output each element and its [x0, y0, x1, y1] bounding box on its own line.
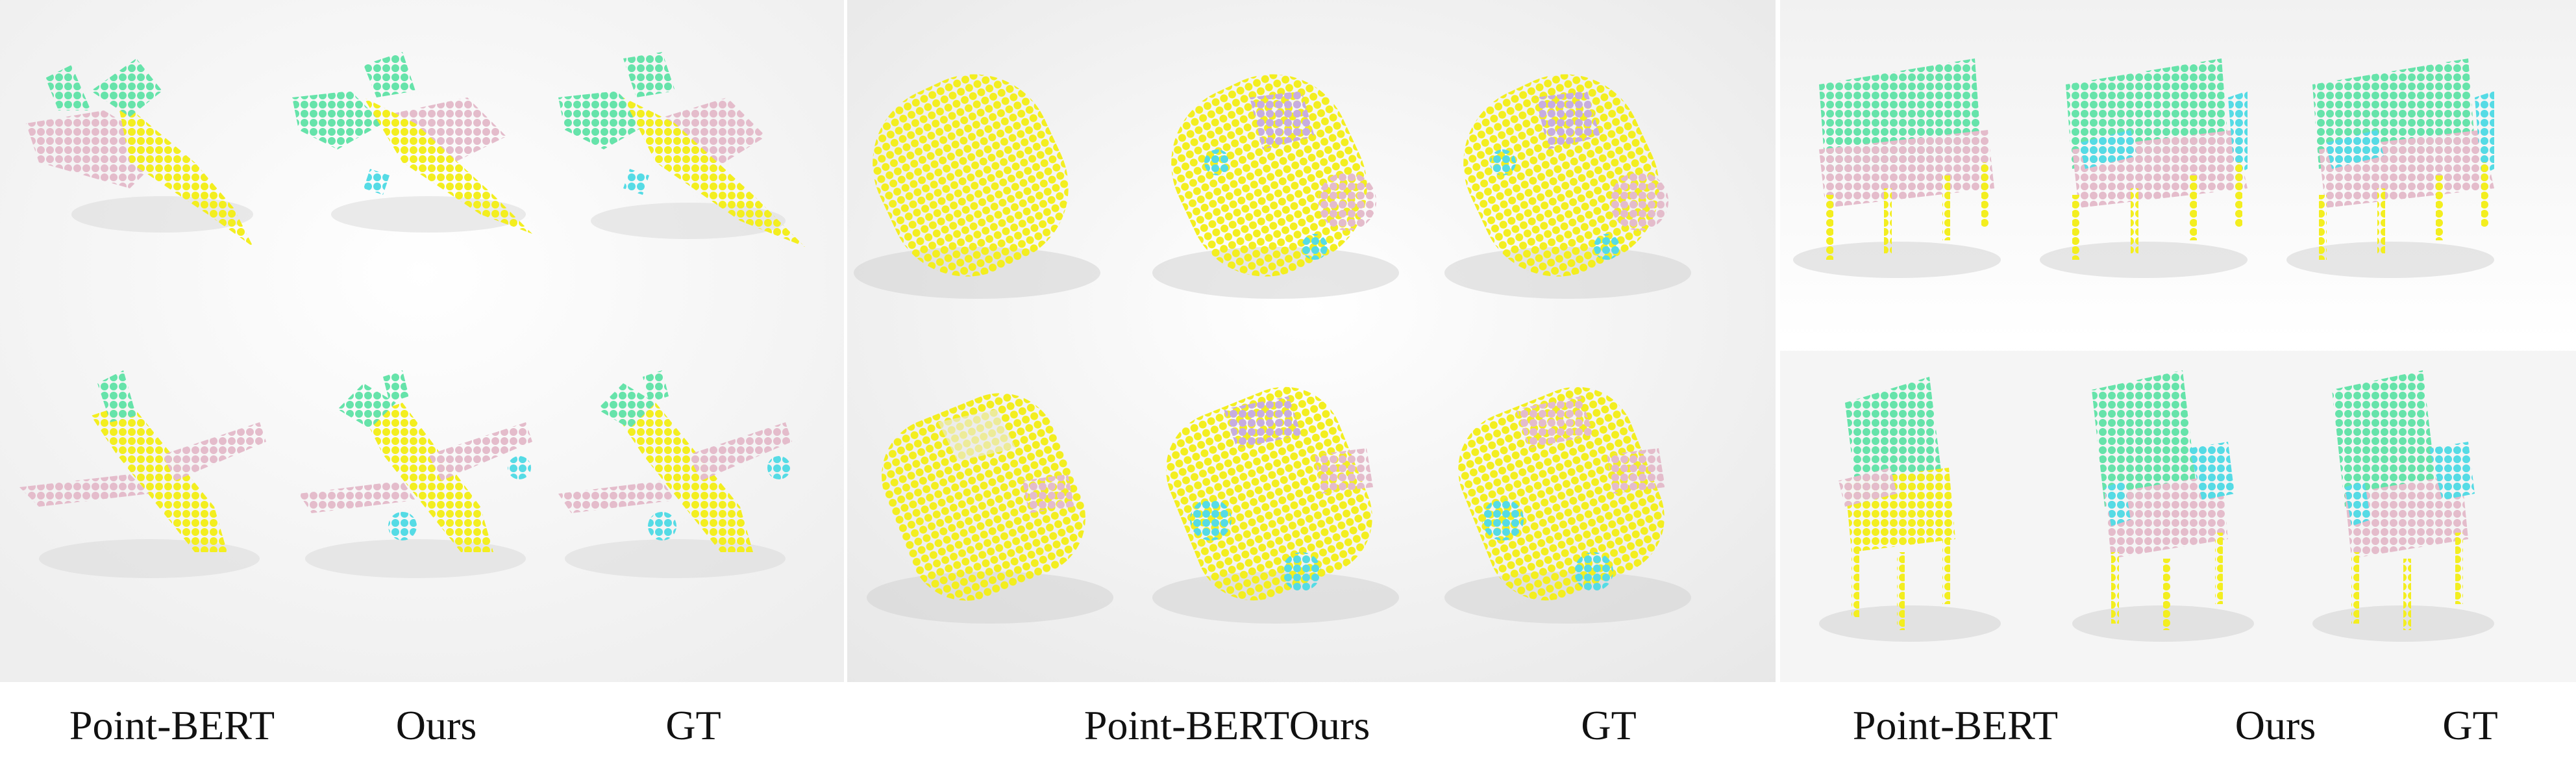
caption-group2-ours: Ours — [1289, 702, 1370, 748]
caption-group2-pointbert: Point-BERT — [1084, 702, 1290, 748]
car-gt-bottom — [1444, 386, 1691, 624]
chair-pointbert — [1819, 377, 2001, 642]
chair-panel-svg — [1780, 0, 2576, 682]
bench-ours — [2040, 58, 2248, 278]
caption-group1-gt: GT — [665, 702, 721, 748]
airplane-ours — [299, 370, 532, 578]
chair-ours — [2072, 370, 2254, 642]
car-pointbert-top — [854, 74, 1100, 299]
car-panel-svg — [847, 0, 1776, 682]
airplane-panel-svg — [0, 0, 844, 682]
caption-group3-gt: GT — [2442, 702, 2498, 748]
caption-group3-pointbert: Point-BERT — [1852, 702, 2059, 748]
airplane-panel — [0, 0, 844, 682]
jet-pointbert — [26, 58, 253, 247]
car-gt-top — [1444, 74, 1691, 299]
caption-row: Point-BERT Ours GT Point-BERT Ours GT Po… — [0, 682, 2576, 773]
car-ours-bottom — [1152, 386, 1399, 624]
airplane-pointbert — [19, 370, 266, 578]
caption-group3-ours: Ours — [2235, 702, 2316, 748]
caption-group1-pointbert: Point-BERT — [69, 702, 275, 748]
jet-gt — [558, 52, 805, 247]
jet-ours — [292, 52, 532, 234]
caption-group1-ours: Ours — [395, 702, 477, 748]
caption-group2-gt: GT — [1581, 702, 1637, 748]
car-ours-top — [1152, 74, 1399, 299]
bench-pointbert — [1793, 58, 2001, 278]
bench-gt — [2286, 58, 2494, 278]
car-pointbert-bottom — [867, 393, 1113, 624]
car-panel — [847, 0, 1776, 682]
chair-panel — [1780, 0, 2576, 682]
chair-gt — [2312, 370, 2494, 642]
airplane-gt — [558, 370, 792, 578]
